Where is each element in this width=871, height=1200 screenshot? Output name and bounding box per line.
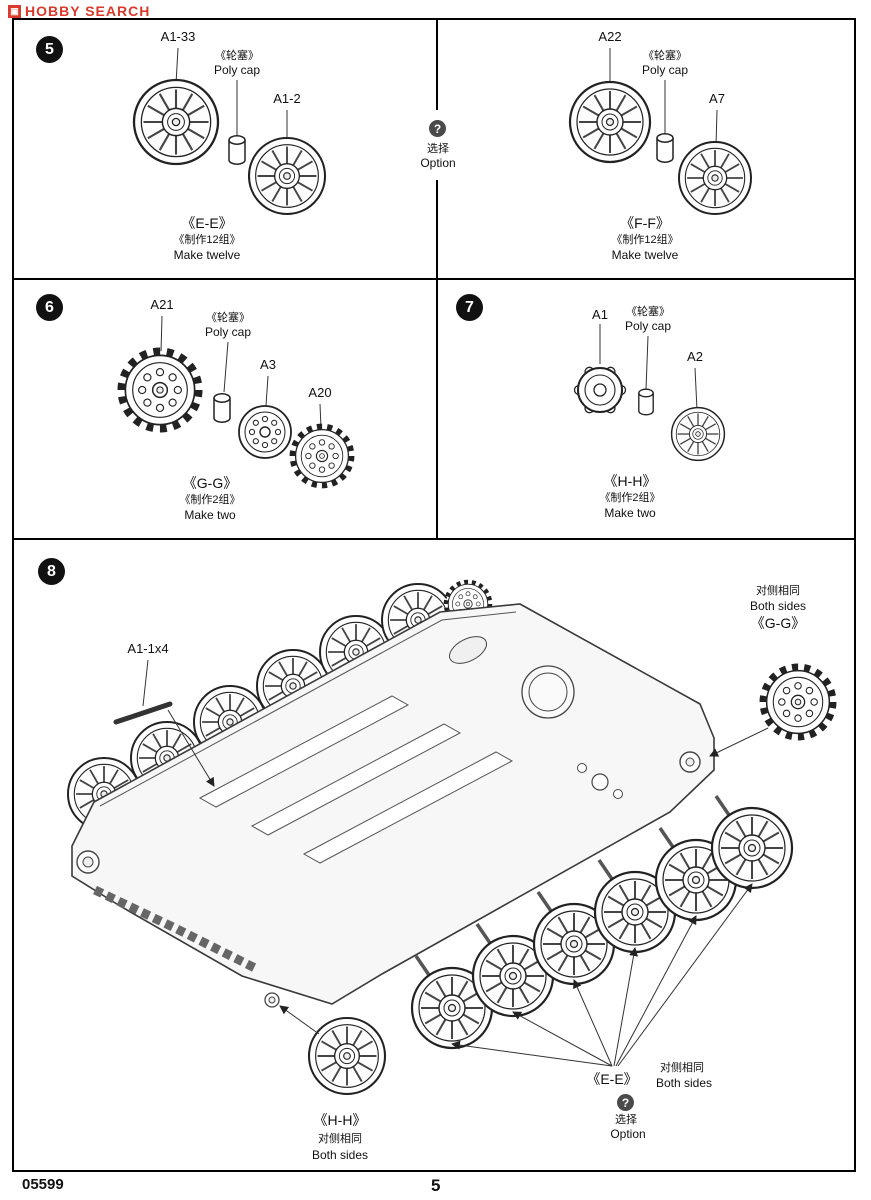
- polycap-label-en: Poly cap: [213, 63, 261, 77]
- sprocket-icon: [763, 667, 833, 737]
- assembly-ref-ee: 《E-E》: [181, 215, 233, 231]
- step5-number: 5: [36, 36, 63, 63]
- row-divider-2: [12, 538, 856, 540]
- option-label-en: Option: [610, 1127, 646, 1141]
- make-count-cn: 《制作12组》: [611, 234, 679, 246]
- assembly-ref-hh: 《H-H》: [313, 1112, 367, 1128]
- roadwheel-icon: [247, 136, 327, 216]
- roadwheel-icon: [132, 78, 220, 166]
- camera-icon: ▣: [8, 4, 21, 18]
- assembly-ref-ee: 《E-E》: [586, 1071, 638, 1087]
- polycap-icon: [228, 135, 246, 165]
- part-label-a1-1x4: A1-1x4: [127, 641, 169, 656]
- part-label-a1-2: A1-2: [273, 91, 301, 106]
- roadwheel-icon: [678, 141, 752, 215]
- part-label-a3: A3: [260, 357, 276, 372]
- assembly-ref-ff: 《F-F》: [620, 215, 670, 231]
- make-count-cn: 《制作2组》: [599, 492, 661, 504]
- sprocket-icon: [121, 351, 199, 429]
- page-number: 5: [431, 1176, 441, 1195]
- col-divider-mid: [436, 280, 438, 538]
- roadwheel-icon: [568, 80, 652, 164]
- both-sides-cn: 对侧相同: [756, 585, 800, 597]
- part-label-a21: A21: [150, 297, 174, 312]
- question-icon: ?: [429, 120, 446, 137]
- polycap-icon: [656, 133, 674, 163]
- sprocket-icon: [292, 426, 351, 485]
- step5-illustration: [132, 47, 327, 216]
- page-border: [12, 18, 856, 1172]
- roadwheel-icon: [670, 406, 726, 462]
- polycap-label-en: Poly cap: [204, 325, 252, 339]
- step6-number: 6: [36, 294, 63, 321]
- step8-illustration: [67, 582, 833, 1096]
- polycap-label-cn: 《轮塞》: [626, 306, 670, 318]
- make-count-cn: 《制作2组》: [179, 494, 241, 506]
- question-icon: ?: [617, 1094, 634, 1111]
- hobby-search-logo: ▣ HOBBY SEARCH: [8, 3, 150, 19]
- both-sides-cn: 对侧相同: [318, 1133, 362, 1145]
- polycap-label-cn: 《轮塞》: [215, 50, 259, 62]
- make-count-en: Make twelve: [173, 248, 241, 262]
- make-count-en: Make two: [184, 508, 236, 522]
- step6-illustration: [121, 315, 351, 486]
- roadwheel-icon: [307, 1016, 387, 1096]
- kit-number: 05599: [22, 1176, 64, 1193]
- polycap-label-en: Poly cap: [641, 63, 689, 77]
- make-count-en: Make twelve: [611, 248, 679, 262]
- disc-icon: [238, 405, 292, 459]
- assembly-ref-hh: 《H-H》: [603, 473, 657, 489]
- both-sides-en: Both sides: [749, 599, 807, 613]
- torsion-bar-part: [113, 701, 173, 725]
- make-count-en: Make two: [604, 506, 656, 520]
- both-sides-cn: 对侧相同: [660, 1062, 704, 1074]
- option-label-cn: 选择: [615, 1114, 637, 1126]
- assembly-ref-gg: 《G-G》: [750, 615, 806, 631]
- part-label-a2: A2: [687, 349, 703, 364]
- step8-number: 8: [38, 558, 65, 585]
- polycap-icon: [638, 388, 654, 416]
- step7-illustration: [573, 324, 726, 462]
- both-sides-en: Both sides: [311, 1148, 369, 1162]
- part-label-a1: A1: [592, 307, 608, 322]
- polycap-label-cn: 《轮塞》: [643, 50, 687, 62]
- make-count-cn: 《制作12组》: [173, 234, 241, 246]
- part-label-a7: A7: [709, 91, 725, 106]
- option-label-en: Option: [420, 156, 456, 170]
- part-label-a20: A20: [308, 385, 332, 400]
- wheel-hub-icon: [573, 364, 627, 416]
- logo-text: HOBBY SEARCH: [25, 3, 151, 19]
- polycap-label-en: Poly cap: [624, 319, 672, 333]
- part-label-a1-33: A1-33: [160, 29, 196, 44]
- step7-number: 7: [456, 294, 483, 321]
- part-label-a22: A22: [598, 29, 622, 44]
- polycap-label-cn: 《轮塞》: [206, 312, 250, 324]
- option-label-cn: 选择: [427, 143, 449, 155]
- both-sides-en: Both sides: [655, 1076, 713, 1090]
- step5-right-illustration: [568, 48, 752, 215]
- polycap-icon: [213, 393, 231, 423]
- assembly-ref-gg: 《G-G》: [182, 475, 238, 491]
- row-divider-1: [12, 278, 856, 280]
